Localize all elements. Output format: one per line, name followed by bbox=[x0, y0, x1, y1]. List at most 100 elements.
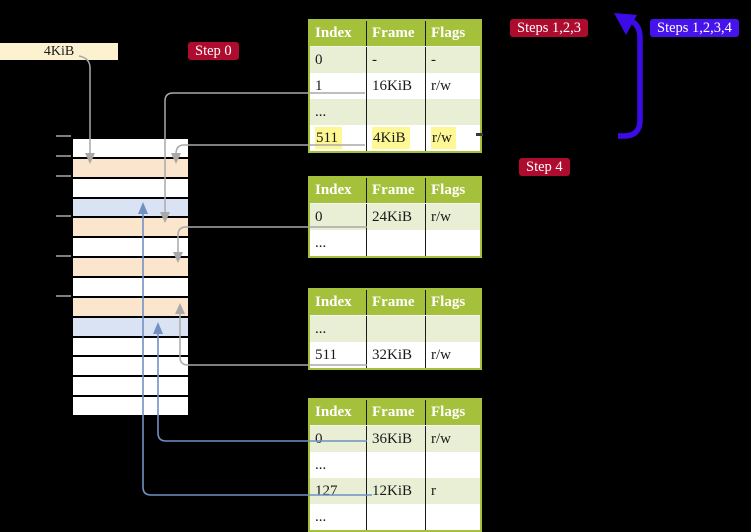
table-cell-index: 511 bbox=[310, 125, 366, 151]
arrow-up-left-icon bbox=[614, 13, 637, 35]
cell-text: 0 bbox=[315, 431, 323, 447]
table-cell-frame bbox=[366, 99, 425, 125]
address-tick bbox=[56, 295, 71, 297]
column-header: Index bbox=[315, 182, 352, 198]
table-cell-flags: r/w bbox=[425, 204, 480, 230]
column-header: Frame bbox=[366, 21, 425, 46]
cell-text: 36KiB bbox=[372, 431, 413, 447]
column-header: Index bbox=[315, 404, 352, 420]
column-header: Frame bbox=[366, 178, 425, 203]
table-cell-index: 1 bbox=[310, 73, 366, 99]
cell-text: r/w bbox=[431, 431, 451, 447]
badge-steps-1-2-3: Steps 1,2,3 bbox=[510, 19, 589, 37]
cell-text: ... bbox=[315, 321, 327, 337]
highlighted-cell-text: r/w bbox=[431, 127, 456, 149]
table-cell-frame: 12KiB bbox=[366, 478, 425, 504]
table-row: ... bbox=[310, 230, 480, 256]
highlighted-cell-text: 4KiB bbox=[372, 127, 410, 149]
memory-frame-row-blue bbox=[73, 317, 188, 338]
memory-frame-row-white bbox=[73, 238, 188, 259]
column-header: Flags bbox=[425, 178, 480, 203]
cell-text: 16KiB bbox=[372, 78, 413, 94]
memory-frame-row-white bbox=[73, 397, 188, 416]
table-row: 0 36KiB r/w bbox=[310, 426, 480, 452]
table-cell-index: 0 bbox=[310, 204, 366, 230]
table-cell-frame bbox=[366, 452, 425, 478]
badge-step-4: Step 4 bbox=[519, 158, 570, 176]
table-cell-frame bbox=[366, 230, 425, 256]
table-cell-index: 511 bbox=[310, 342, 366, 368]
table-row: 0 24KiB r/w bbox=[310, 204, 480, 230]
table-cell-index: ... bbox=[310, 316, 366, 342]
cell-text: r/w bbox=[431, 78, 451, 94]
badge-steps-1-2-3-4: Steps 1,2,3,4 bbox=[650, 19, 739, 37]
memory-frame-row-white bbox=[73, 178, 188, 199]
table-cell-index: ... bbox=[310, 230, 366, 256]
table-cell-flags: r/w bbox=[425, 73, 480, 99]
cell-text: r bbox=[431, 483, 436, 499]
table-row: ... bbox=[310, 504, 480, 530]
cell-text: 511 bbox=[315, 347, 337, 363]
table-cell-frame: 24KiB bbox=[366, 204, 425, 230]
table-cell-index: ... bbox=[310, 99, 366, 125]
cell-text: ... bbox=[315, 509, 327, 525]
table-cell-flags: r bbox=[425, 478, 480, 504]
cell-text: 0 bbox=[315, 52, 323, 68]
table-row: 1 16KiB r/w bbox=[310, 73, 480, 99]
table-cell-index: ... bbox=[310, 452, 366, 478]
table-row: 0-- bbox=[310, 47, 480, 73]
memory-frame-row-white bbox=[73, 357, 188, 378]
memory-frame-row-white bbox=[73, 337, 188, 358]
cell-text: 24KiB bbox=[372, 209, 413, 225]
table-cell-flags bbox=[425, 504, 480, 530]
table-cell-index: 0 bbox=[310, 47, 366, 73]
table-row: 511 4KiB r/w bbox=[310, 125, 480, 151]
table-cell-index: ... bbox=[310, 504, 366, 530]
cell-text: 1 bbox=[315, 78, 323, 94]
table-cell-flags bbox=[425, 452, 480, 478]
table-cell-flags: r/w bbox=[425, 426, 480, 452]
memory-frame-row-white bbox=[73, 377, 188, 398]
cell-text: ... bbox=[315, 457, 327, 473]
column-header: Flags bbox=[425, 21, 480, 46]
table-row: ... bbox=[310, 316, 480, 342]
table-cell-flags: r/w bbox=[425, 125, 480, 151]
address-tick bbox=[56, 175, 71, 177]
cell-text: 0 bbox=[315, 209, 323, 225]
cell-text: ... bbox=[315, 235, 327, 251]
column-header: Frame bbox=[366, 290, 425, 315]
address-tick bbox=[56, 255, 71, 257]
table-row: ... bbox=[310, 452, 480, 478]
cell-text: ... bbox=[315, 104, 327, 120]
column-header: Index bbox=[315, 294, 352, 310]
table-row: ... bbox=[310, 99, 480, 125]
address-tick bbox=[56, 215, 71, 217]
column-header: Frame bbox=[366, 400, 425, 425]
column-header: Flags bbox=[425, 290, 480, 315]
table-cell-frame: 36KiB bbox=[366, 426, 425, 452]
table-cell-index: 0 bbox=[310, 426, 366, 452]
recursion-loop-arrow bbox=[618, 18, 643, 139]
cell-text: - bbox=[431, 52, 436, 68]
memory-column bbox=[71, 137, 190, 417]
table-cell-index: 127 bbox=[310, 478, 366, 504]
table-cell-frame: 16KiB bbox=[366, 73, 425, 99]
address-tick bbox=[56, 135, 71, 137]
table-cell-frame: 4KiB bbox=[366, 125, 425, 151]
memory-frame-row-peach bbox=[73, 158, 188, 179]
cell-text: r/w bbox=[431, 347, 451, 363]
cell-text: r/w bbox=[431, 209, 451, 225]
column-header: Index bbox=[315, 25, 352, 41]
highlighted-cell-text: 511 bbox=[315, 127, 342, 149]
badge-step-0: Step 0 bbox=[188, 42, 239, 60]
table-cell-flags: r/w bbox=[425, 342, 480, 368]
